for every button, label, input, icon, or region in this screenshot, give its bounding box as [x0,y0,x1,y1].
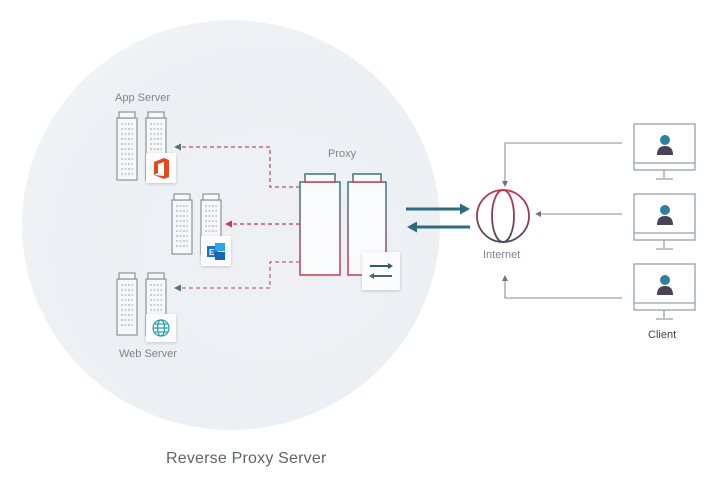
proxy-to-app-connector [180,146,300,188]
user-icon [660,205,670,215]
client-monitor-3 [633,263,696,320]
client-connectors [504,142,622,299]
user-icon [660,275,670,285]
user-icon [660,135,670,145]
web-badge [146,314,176,342]
app-server-label: App Server [115,92,171,104]
proxy-rack-lines [309,191,378,270]
arrowhead-web [174,284,181,292]
proxy-label: Proxy [328,148,357,160]
proxy-swap-badge [362,252,400,290]
arrowhead-app [174,143,181,151]
diagram-title: Reverse Proxy Server [166,450,327,467]
arrowhead-client-3 [502,275,508,281]
swap-arrows-icon [369,263,393,279]
proxy-internet-arrows [406,203,470,233]
client-monitor-1 [633,123,696,180]
globe-icon [152,319,170,337]
office-icon [154,158,169,179]
client-label: Client [648,329,677,341]
web-server-label: Web Server [119,348,177,360]
web-server-rack-lines [121,284,162,326]
internet-label: Internet [483,249,521,261]
arrowhead-client-2 [535,211,541,217]
exchange-icon: E [207,243,225,260]
exchange-badge: E [201,236,231,266]
proxy-to-web-connector [180,261,300,289]
svg-text:E: E [209,248,215,257]
arrowhead-client-1 [502,181,508,187]
mail-server-rack-lines [176,205,217,247]
office-badge [146,153,176,183]
client-monitor-2 [633,193,696,250]
globe-icon [476,189,530,243]
arrowhead-mail [225,220,232,228]
